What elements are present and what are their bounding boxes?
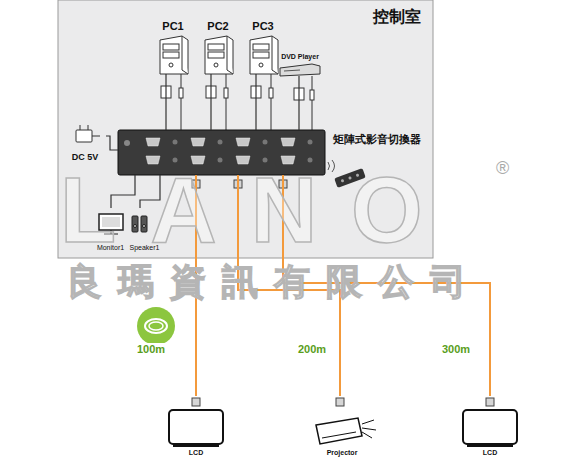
node-label: LCD (164, 449, 228, 457)
signal-cable (210, 74, 211, 130)
registered-mark: ® (496, 158, 509, 179)
node-label: DVD Player (272, 53, 328, 61)
node-label: LCD (458, 449, 522, 457)
pc-node: PC3 (238, 16, 288, 74)
node-label: PC3 (238, 20, 288, 33)
lcd-icon (169, 410, 517, 446)
watermark-logo: LANO (60, 158, 457, 263)
pc-tower (160, 36, 278, 74)
signal-cable (255, 74, 256, 130)
node-label: 矩陣式影音切換器 (333, 133, 421, 146)
audio-cable (161, 74, 314, 130)
lcd-node: LCD (458, 396, 522, 459)
signal-cable (106, 136, 118, 150)
distance-label: 200m (297, 343, 327, 355)
pc-node: PC2 (193, 16, 243, 74)
pc-node: PC1 (148, 16, 198, 74)
power-adapter: DC 5V (64, 120, 106, 162)
distance-label: 100m (136, 343, 166, 355)
cable-badge (137, 307, 175, 345)
dvd-player-node: DVD Player (272, 50, 328, 76)
node-label: Projector (308, 449, 376, 457)
dvd-player (280, 64, 320, 76)
node-label: PC2 (193, 20, 243, 33)
lcd-node: LCD (164, 396, 228, 459)
projector-node: Projector (308, 396, 376, 459)
distance-label: 300m (441, 343, 471, 355)
node-label: PC1 (148, 20, 198, 33)
projector-icon (316, 418, 376, 444)
signal-cable (165, 74, 166, 130)
node-label: 控制室 (373, 8, 421, 26)
watermark-company: 良瑪資訊有限公司 (66, 258, 482, 307)
power-adapter-icon (76, 125, 100, 142)
signal-cable (298, 76, 299, 130)
